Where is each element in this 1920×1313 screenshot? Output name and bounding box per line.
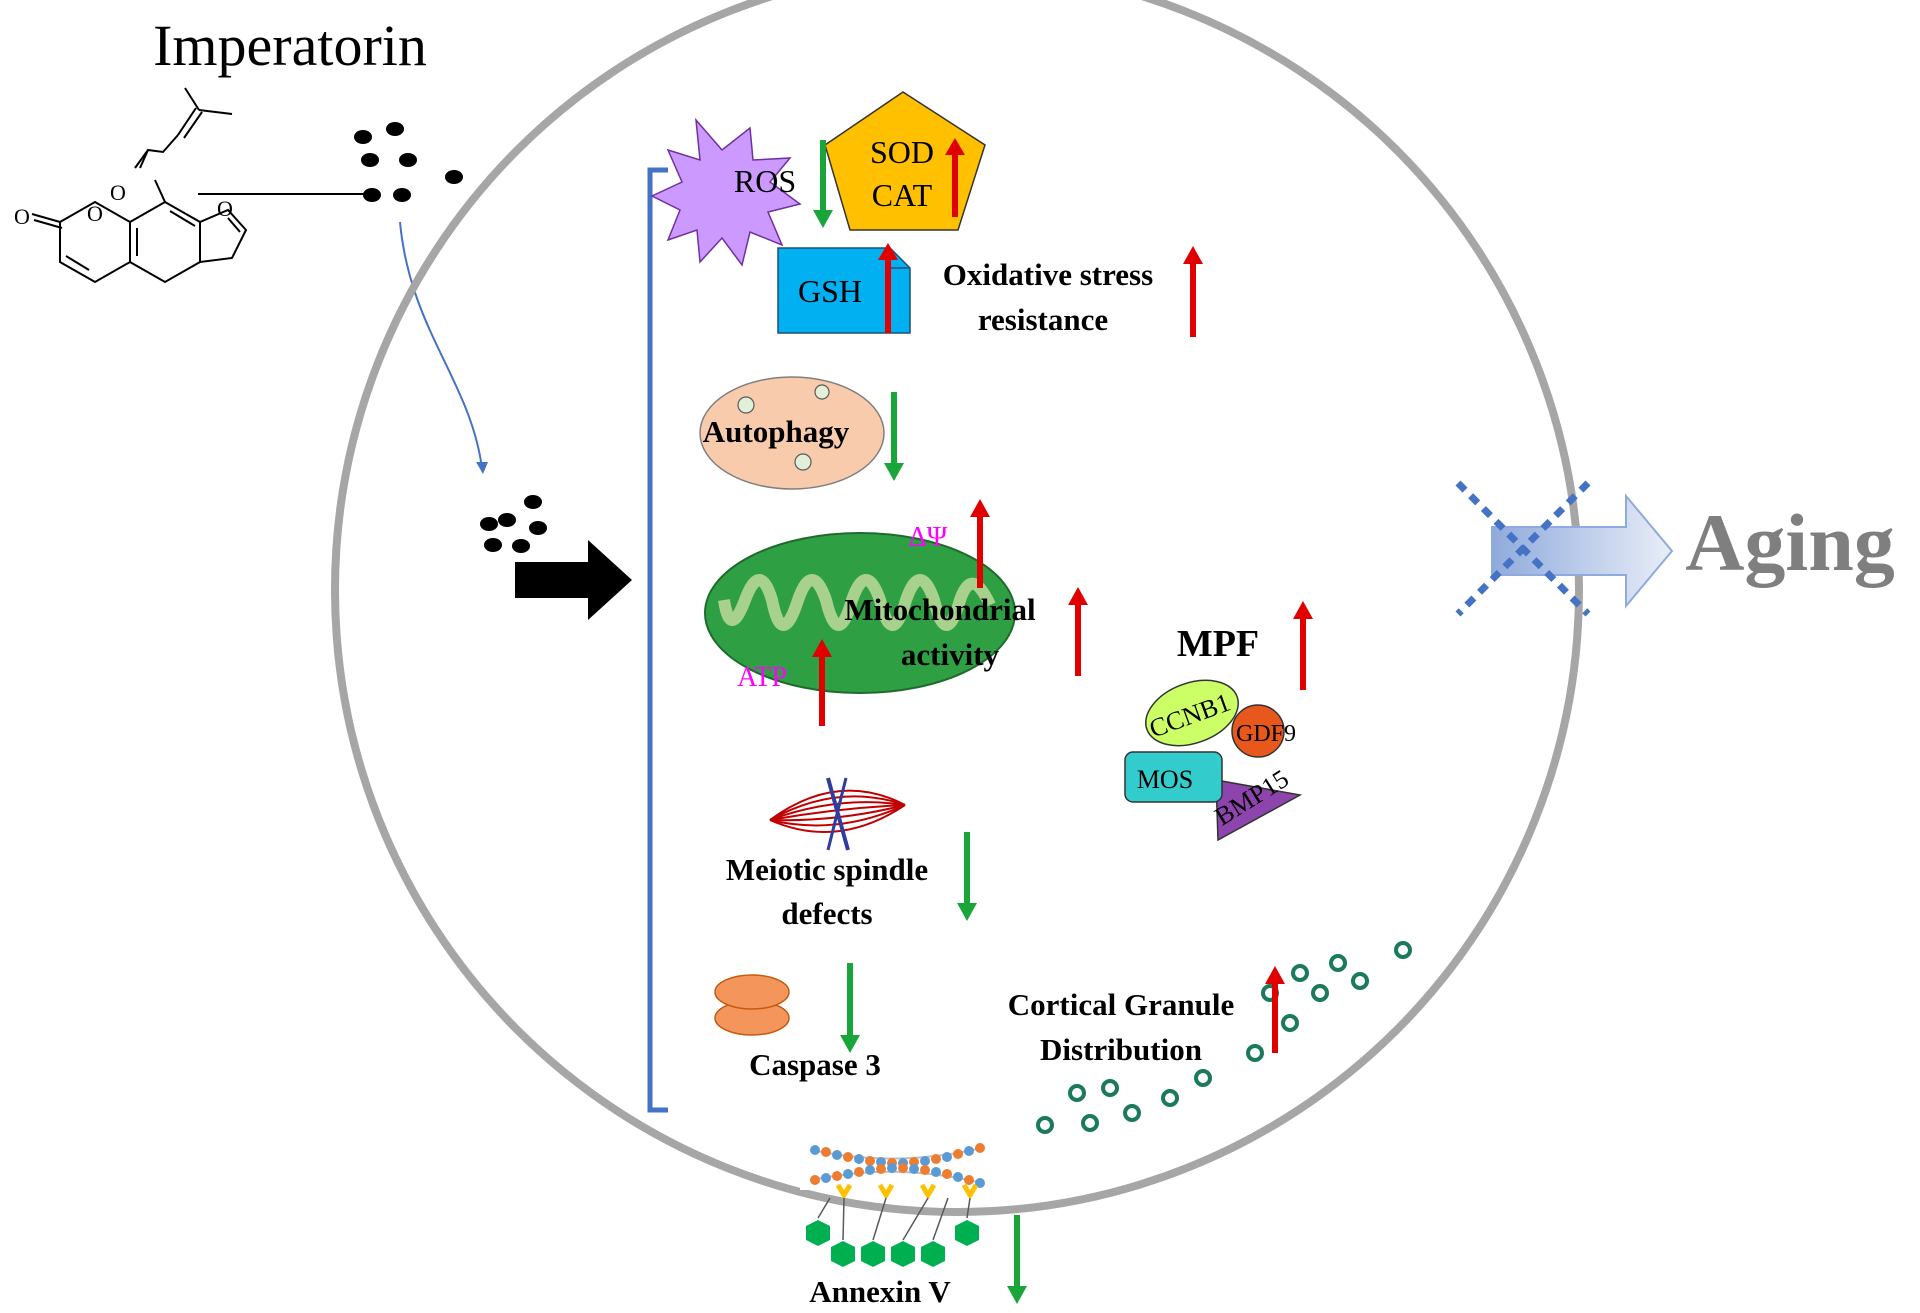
ccnb1-ellipse [1144,679,1240,747]
atom-o-ring: O [87,201,103,226]
resistance-label: resistance [978,302,1108,337]
down-arrows [813,140,1027,1304]
effect-arrow [515,540,632,620]
oxidative-stress-label: Oxidative stress [943,257,1153,292]
mpf-complex: CCNB1 GDF9 MOS BMP15 [1124,679,1303,842]
defects-label: defects [781,896,872,931]
mitochondrial-label: Mitochondrial [844,592,1036,627]
title-imperatorin: Imperatorin [153,13,427,78]
cortical-granule-label: Cortical Granule [1008,987,1234,1022]
atom-o-carbonyl: O [14,204,30,229]
imperatorin-molecules-inside [480,495,547,553]
uptake-arrow-head [476,462,488,474]
aging-label: Aging [1685,497,1895,588]
distribution-label: Distribution [1040,1032,1202,1067]
mos-box [1124,751,1223,803]
meiotic-spindle-icon [769,777,906,851]
imperatorin-structure [31,87,248,284]
ros-label: ROS [734,163,796,199]
mos-label: MOS [1137,765,1193,794]
gsh-box [777,247,911,334]
blocked-x-icon [1455,480,1591,617]
effects-bracket [647,167,668,1113]
caspase-3-label: Caspase 3 [749,1047,881,1082]
autophagy-label: Autophagy [703,414,850,449]
annexin-v-label: Annexin V [809,1274,951,1309]
activity-label: activity [901,637,1000,672]
gdf9-label: GDF9 [1236,721,1296,747]
delta-psi-label: ΔΨ [909,522,948,553]
oocyte-cell [331,0,1583,1216]
atp-label: ATP [737,662,787,693]
mitochondrion [704,532,1016,694]
cat-label: CAT [872,177,933,213]
structure-atom-labels: O O O O [14,180,233,229]
gdf9-circle [1231,704,1285,758]
autophagy-inclusions [737,384,830,471]
cortical-granules [1036,941,1412,1134]
atom-o-ether: O [110,180,126,205]
aging-arrow [1491,493,1674,609]
sod-cat-pentagon [824,91,986,231]
bmp15-triangle [1215,779,1303,842]
atom-o-furan: O [217,196,233,221]
uptake-arrow [399,221,483,469]
imperatorin-molecules-outside [354,122,463,202]
annexin-v-hexagons [806,1220,979,1267]
meiotic-spindle-label: Meiotic spindle [726,852,928,887]
annexin-linkers [817,1197,971,1241]
sod-label: SOD [870,134,934,170]
mitochondrion-cristae [718,574,996,631]
gsh-label: GSH [798,273,862,309]
phosphatidylserine-links [835,1183,979,1200]
mpf-label: MPF [1177,623,1259,665]
lipid-heads-inner [810,1163,985,1188]
up-arrows [812,138,1313,1053]
ros-star [650,117,802,267]
caspase-3-icon [714,974,790,1036]
